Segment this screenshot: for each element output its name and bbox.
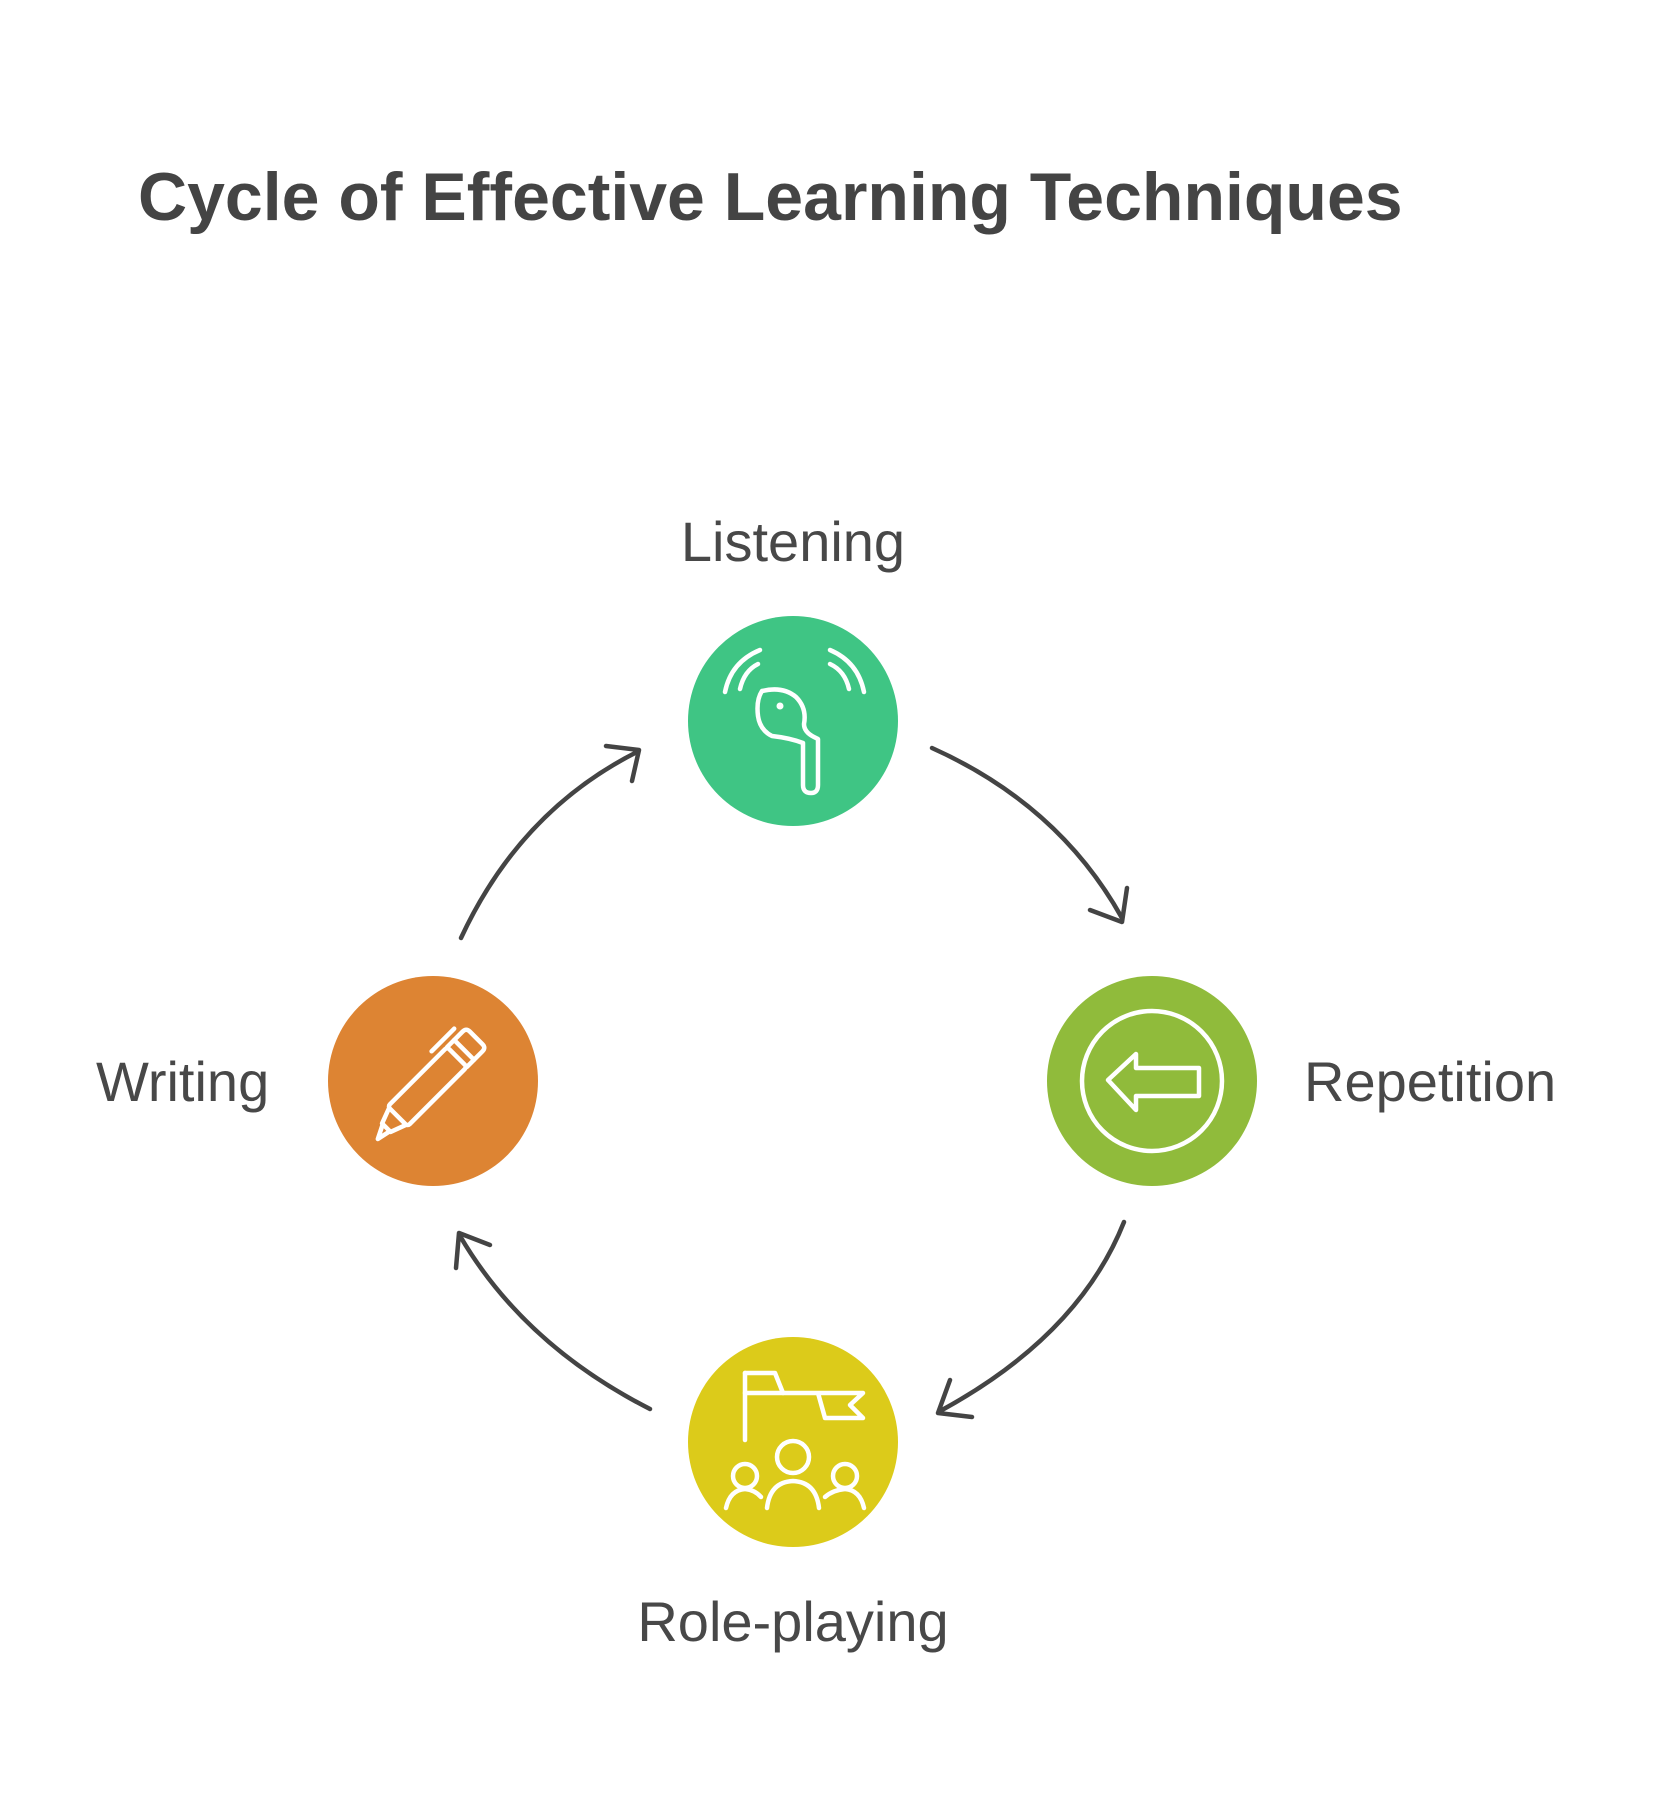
- node-listening: Listening: [681, 510, 905, 826]
- arrow-roleplaying-to-writing: [453, 1230, 653, 1412]
- repetition-label: Repetition: [1304, 1050, 1556, 1113]
- flag-group-icon: [723, 1370, 867, 1511]
- writing-label: Writing: [96, 1050, 269, 1113]
- node-writing: Writing: [96, 976, 538, 1186]
- roleplaying-label: Role-playing: [637, 1590, 948, 1653]
- node-roleplaying: Role-playing: [637, 1337, 949, 1653]
- listening-circle: [688, 616, 898, 826]
- earbud-sound-icon: [722, 647, 867, 796]
- highlighter-pen-icon: [375, 1026, 487, 1142]
- back-arrow-circle-icon: [1079, 1008, 1225, 1154]
- repetition-circle: [1047, 976, 1257, 1186]
- diagram-title: Cycle of Effective Learning Techniques: [138, 159, 1403, 235]
- node-repetition: Repetition: [1047, 976, 1556, 1186]
- listening-label: Listening: [681, 510, 905, 573]
- arrow-writing-to-listening: [458, 743, 642, 941]
- arrow-repetition-to-roleplaying: [935, 1219, 1127, 1420]
- arrow-listening-to-repetition: [929, 745, 1130, 925]
- writing-circle: [328, 976, 538, 1186]
